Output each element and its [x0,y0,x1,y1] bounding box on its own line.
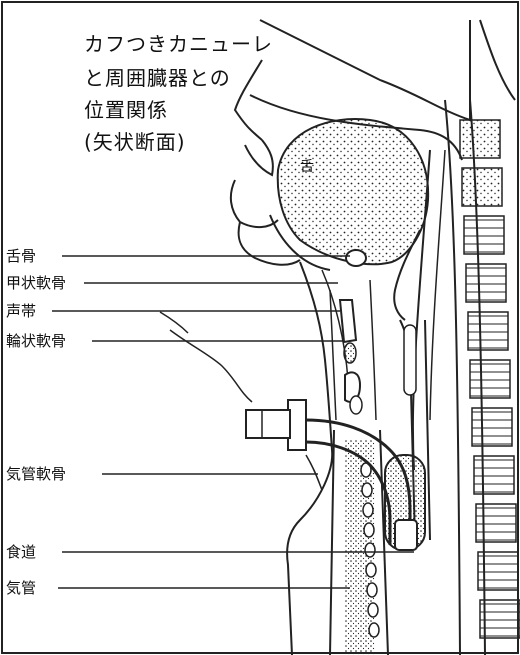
cricoid-cartilage-label: 輪状軟骨 [6,332,66,350]
thyroid-cartilage [340,300,356,342]
trachea-label: 気管 [6,579,36,597]
vocal-fold [344,343,356,363]
pharyngeal-wall-inner [430,150,445,420]
title-line-2: と周囲臓器との [84,62,231,91]
cannula-tip [395,520,417,550]
title-line-1: カフつきカニューレ [84,28,273,57]
esophagus-label: 食道 [6,543,36,561]
stoma-tissue [306,455,322,490]
tongue-label: 舌 [300,156,314,176]
vocal-cord-label: 声帯 [6,302,36,320]
title-line-3: 位置関係 [84,94,168,123]
neck-anterior-skin [287,262,332,655]
pilot-balloon-lead [160,312,188,333]
tracheal-cartilage-label: 気管軟骨 [6,465,66,483]
tongue-shape [278,119,428,264]
hyoid-bone [346,250,366,266]
lower-lip [231,180,278,227]
larynx-lumen-left [330,290,336,420]
nasal-cavity-outline [260,20,470,120]
arytenoid [350,396,362,414]
esophageal-lumen [404,325,416,395]
larynx-lumen-right [370,280,376,420]
spinal-canal-front [445,100,460,655]
cannula-connector [246,410,290,438]
occipital-region [480,20,515,100]
thyroid-cartilage-label: 甲状軟骨 [6,274,66,292]
title-line-4: (矢状断面) [84,126,186,155]
vertebrae [460,120,520,638]
hyoid-label: 舌骨 [6,247,36,265]
upper-jaw [245,140,273,175]
upper-lip [235,60,262,140]
